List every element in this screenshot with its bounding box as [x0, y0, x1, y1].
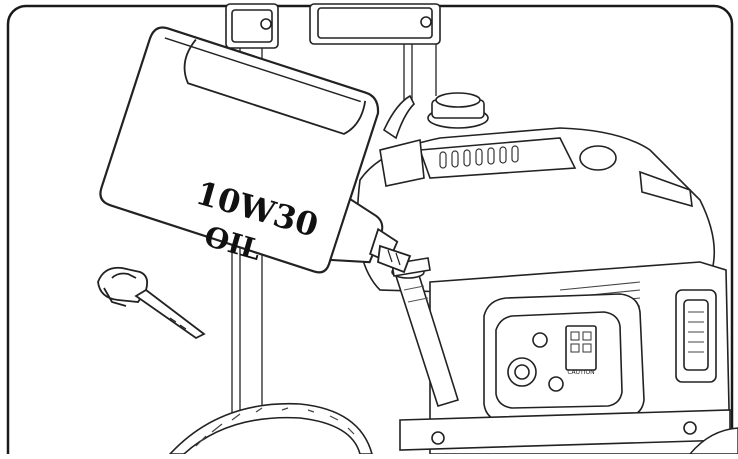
wheel-icon — [168, 402, 374, 455]
wheel-icon-right — [688, 427, 738, 455]
handle-brackets — [225, 3, 441, 49]
caution-label: CAUTION — [567, 369, 594, 376]
engine-icon: CAUTION — [356, 92, 731, 455]
dipstick-icon — [97, 266, 206, 340]
oil-bottle-icon: 10W30 OIL — [99, 26, 412, 274]
